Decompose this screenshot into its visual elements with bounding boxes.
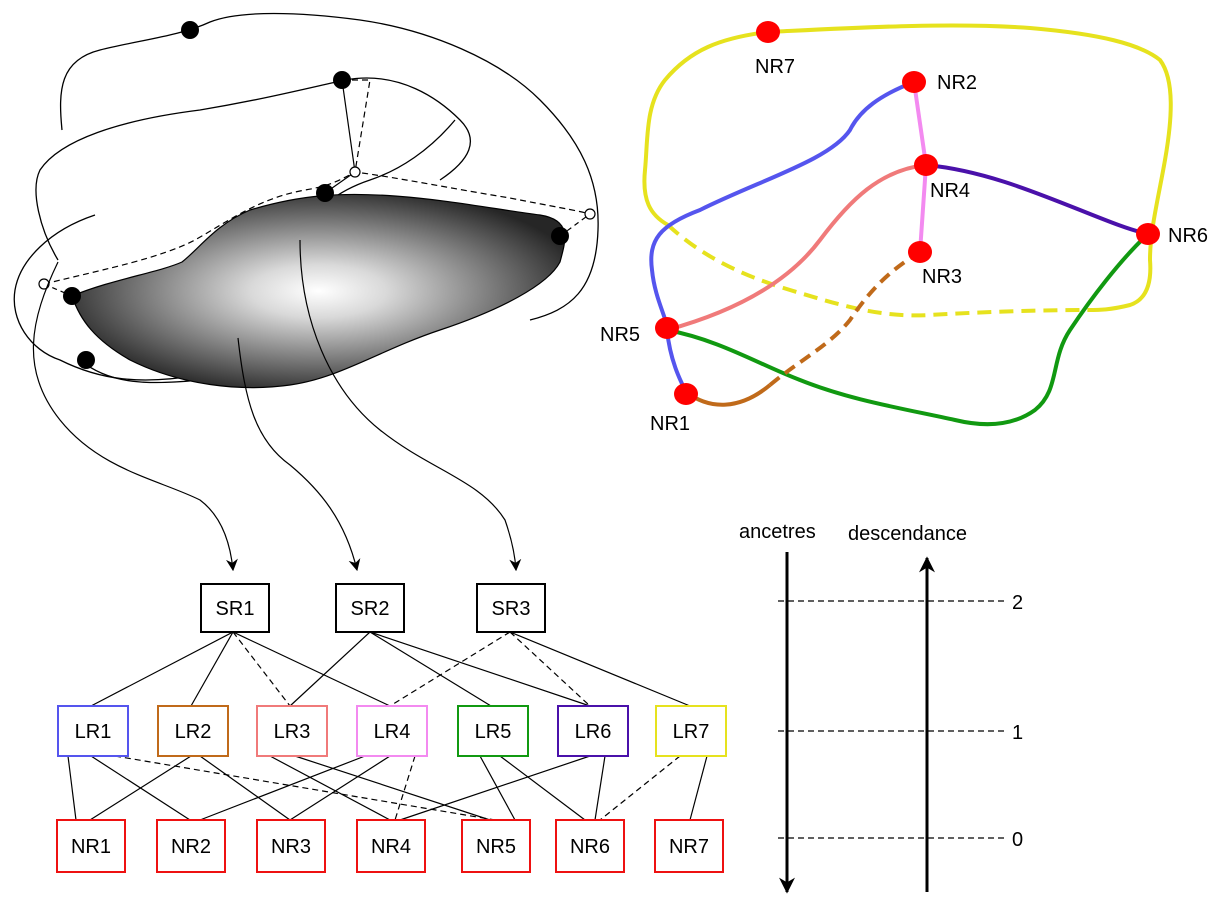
lr5-label: LR5 — [475, 721, 512, 743]
saddle-node — [349, 166, 361, 178]
map-label-nr4: NR4 — [930, 180, 970, 202]
nr3-label: NR3 — [271, 836, 311, 858]
shaded-region — [71, 193, 566, 389]
salmon-route — [666, 163, 927, 332]
nr7-node: NR7 — [654, 819, 724, 873]
sr3-node: SR3 — [476, 583, 546, 633]
purple-route — [925, 163, 1149, 236]
nr6-node: NR6 — [555, 819, 625, 873]
network-map: NR7 NR2 NR4 NR3 NR6 NR5 NR1 — [600, 21, 1208, 435]
terrain-node — [316, 184, 334, 202]
nr5-dot — [655, 317, 679, 339]
lr5-node: LR5 — [457, 705, 529, 757]
dashed-link-3 — [559, 213, 591, 237]
lr7-label: LR7 — [673, 721, 710, 743]
lr2-node: LR2 — [157, 705, 229, 757]
nr2-dot — [902, 71, 926, 93]
middle-contour — [35, 77, 471, 261]
map-label-nr7: NR7 — [755, 56, 795, 78]
hierarchy-tree: SR1 SR2 SR3 LR1 LR2 LR3 LR4 LR5 — [56, 583, 727, 873]
level-axis: ancetres descendance 2 1 0 — [739, 521, 1023, 894]
arrow-to-sr3 — [299, 239, 522, 572]
map-label-nr1: NR1 — [650, 413, 690, 435]
lr4-label: LR4 — [374, 721, 411, 743]
yellow-dashed — [666, 223, 1089, 318]
map-label-nr5: NR5 — [600, 324, 640, 346]
ancestors-label: ancetres — [739, 521, 816, 543]
terrain-node — [181, 21, 199, 39]
lr1-label: LR1 — [75, 721, 112, 743]
nr6-dot — [1136, 223, 1160, 245]
terrain-node — [551, 227, 569, 245]
left-contour — [13, 214, 201, 381]
green-route — [666, 232, 1150, 427]
sr2-node: SR2 — [335, 583, 405, 633]
nr4-dot — [914, 154, 938, 176]
map-label-nr2: NR2 — [937, 72, 977, 94]
nr2-label: NR2 — [171, 836, 211, 858]
sr1-node: SR1 — [200, 583, 270, 633]
lr2-label: LR2 — [175, 721, 212, 743]
nr1-dot — [674, 383, 698, 405]
level-0-label: 0 — [1012, 829, 1023, 851]
level-2-label: 2 — [1012, 592, 1023, 614]
sr2-label: SR2 — [351, 598, 390, 620]
level-1-label: 1 — [1012, 722, 1023, 744]
nr5-node: NR5 — [461, 819, 531, 873]
dashed-link-1 — [342, 79, 371, 173]
nr7-dot — [756, 21, 780, 43]
lr3-node: LR3 — [256, 705, 328, 757]
nr6-label: NR6 — [570, 836, 610, 858]
terrain-node — [77, 351, 95, 369]
sr3-label: SR3 — [492, 598, 531, 620]
nr7-label: NR7 — [669, 836, 709, 858]
outer-contour — [59, 12, 599, 321]
arrow-to-sr2 — [237, 337, 361, 572]
lr6-node: LR6 — [557, 705, 629, 757]
blue-route — [649, 80, 915, 393]
yellow-boundary-left — [642, 30, 769, 227]
saddle-node — [584, 208, 596, 220]
lr7-node: LR7 — [655, 705, 727, 757]
lr1-node: LR1 — [57, 705, 129, 757]
terrain-sketch — [13, 12, 599, 572]
nr5-label: NR5 — [476, 836, 516, 858]
arrow-to-sr1 — [32, 261, 238, 572]
lr3-label: LR3 — [274, 721, 311, 743]
nr2-node: NR2 — [156, 819, 226, 873]
sr1-label: SR1 — [216, 598, 255, 620]
terrain-node — [333, 71, 351, 89]
nr3-dot — [908, 241, 932, 263]
orange-route — [684, 383, 772, 407]
map-label-nr3: NR3 — [922, 266, 962, 288]
nr3-node: NR3 — [256, 819, 326, 873]
nr1-label: NR1 — [71, 836, 111, 858]
descendants-label: descendance — [848, 523, 967, 545]
yellow-boundary — [767, 23, 1173, 312]
map-label-nr6: NR6 — [1168, 225, 1208, 247]
nr4-label: NR4 — [371, 836, 411, 858]
solid-link — [324, 79, 356, 194]
saddle-node — [38, 278, 50, 290]
lr4-node: LR4 — [356, 705, 428, 757]
orange-dashed — [768, 250, 922, 387]
terrain-node — [63, 287, 81, 305]
nr4-node: NR4 — [356, 819, 426, 873]
nr1-node: NR1 — [56, 819, 126, 873]
lr6-label: LR6 — [575, 721, 612, 743]
